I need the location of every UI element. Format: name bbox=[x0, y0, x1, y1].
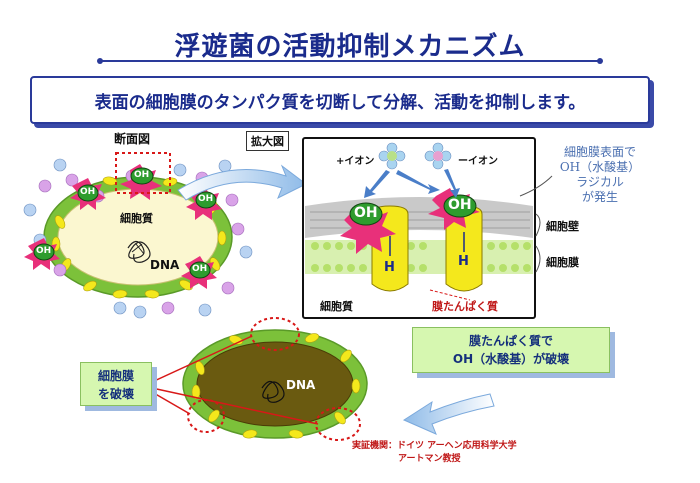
underline-dot-left bbox=[97, 58, 103, 64]
h-label-1: H bbox=[384, 260, 395, 275]
summary-banner: 表面の細胞膜のタンパク質を切断して分解、活動を抑制します。 bbox=[30, 76, 650, 124]
oh-text-5: OH bbox=[192, 264, 208, 274]
credit-line1: 実証機関：ドイツ アーヘン応用科学大学 bbox=[352, 441, 517, 451]
oh-text-1: OH bbox=[80, 187, 96, 197]
radical-note-line4: が発生 bbox=[581, 190, 618, 204]
summary-text: 表面の細胞膜のタンパク質を切断して分解、活動を抑制します。 bbox=[94, 93, 586, 113]
left-cytoplasm-label: 細胞質 bbox=[120, 212, 153, 225]
pointer-lines bbox=[151, 335, 319, 425]
membrane-destroy-box: 細胞膜 を破壊 bbox=[80, 362, 152, 406]
oh-big-1: OH bbox=[354, 205, 378, 221]
h-label-2: H bbox=[458, 254, 469, 269]
zoom-region-box bbox=[115, 152, 171, 194]
destroy-note-line2: OH（水酸基）が破壊 bbox=[452, 352, 570, 366]
bottom-dna-label: DNA bbox=[286, 378, 316, 392]
membrane-destroy-line1: 細胞膜 bbox=[97, 369, 134, 383]
page-title: 浮遊菌の活動抑制メカニズム bbox=[174, 32, 526, 62]
plus-ion-label: +イオン bbox=[336, 156, 375, 167]
left-dna-label: DNA bbox=[150, 258, 180, 272]
radical-note-line3: ラジカル bbox=[576, 175, 624, 189]
enlarged-view-panel bbox=[302, 137, 536, 319]
underline-dot-right bbox=[597, 58, 603, 64]
enlarged-cytoplasm-label: 細胞質 bbox=[320, 300, 353, 313]
destroyed-cell bbox=[182, 329, 368, 439]
destroy-note-box: 膜たんぱく質で OH（水酸基）が破壊 bbox=[412, 327, 610, 373]
cross-section-label: 断面図 bbox=[114, 132, 151, 146]
title-underline bbox=[100, 60, 600, 62]
result-arrow bbox=[402, 393, 495, 435]
minus-ion-label: ーイオン bbox=[458, 156, 498, 167]
radical-note-line1: 細胞膜表面で bbox=[563, 145, 636, 159]
radical-note: 細胞膜表面で OH（水酸基） ラジカル が発生 bbox=[540, 145, 660, 205]
oh-text-4: OH bbox=[36, 246, 52, 256]
membrane-protein-label: 膜たんぱく質 bbox=[432, 300, 498, 313]
destroy-note-line1: 膜たんぱく質で bbox=[468, 334, 553, 348]
credit: 実証機関：ドイツ アーヘン応用科学大学 アートマン教授 bbox=[352, 440, 517, 466]
enlarged-label: 拡大図 bbox=[246, 131, 289, 151]
oh-text-3: OH bbox=[198, 194, 214, 204]
cell-wall-label: 細胞壁 bbox=[546, 220, 579, 233]
oh-big-2: OH bbox=[448, 197, 472, 213]
cell-membrane-label: 細胞膜 bbox=[546, 256, 579, 269]
membrane-destroy-line2: を破壊 bbox=[97, 387, 134, 401]
credit-line2: アートマン教授 bbox=[398, 454, 461, 464]
oh-text-2: OH bbox=[134, 170, 150, 180]
zoom-arrow bbox=[177, 164, 307, 201]
radical-note-line2: OH（水酸基） bbox=[559, 160, 641, 174]
